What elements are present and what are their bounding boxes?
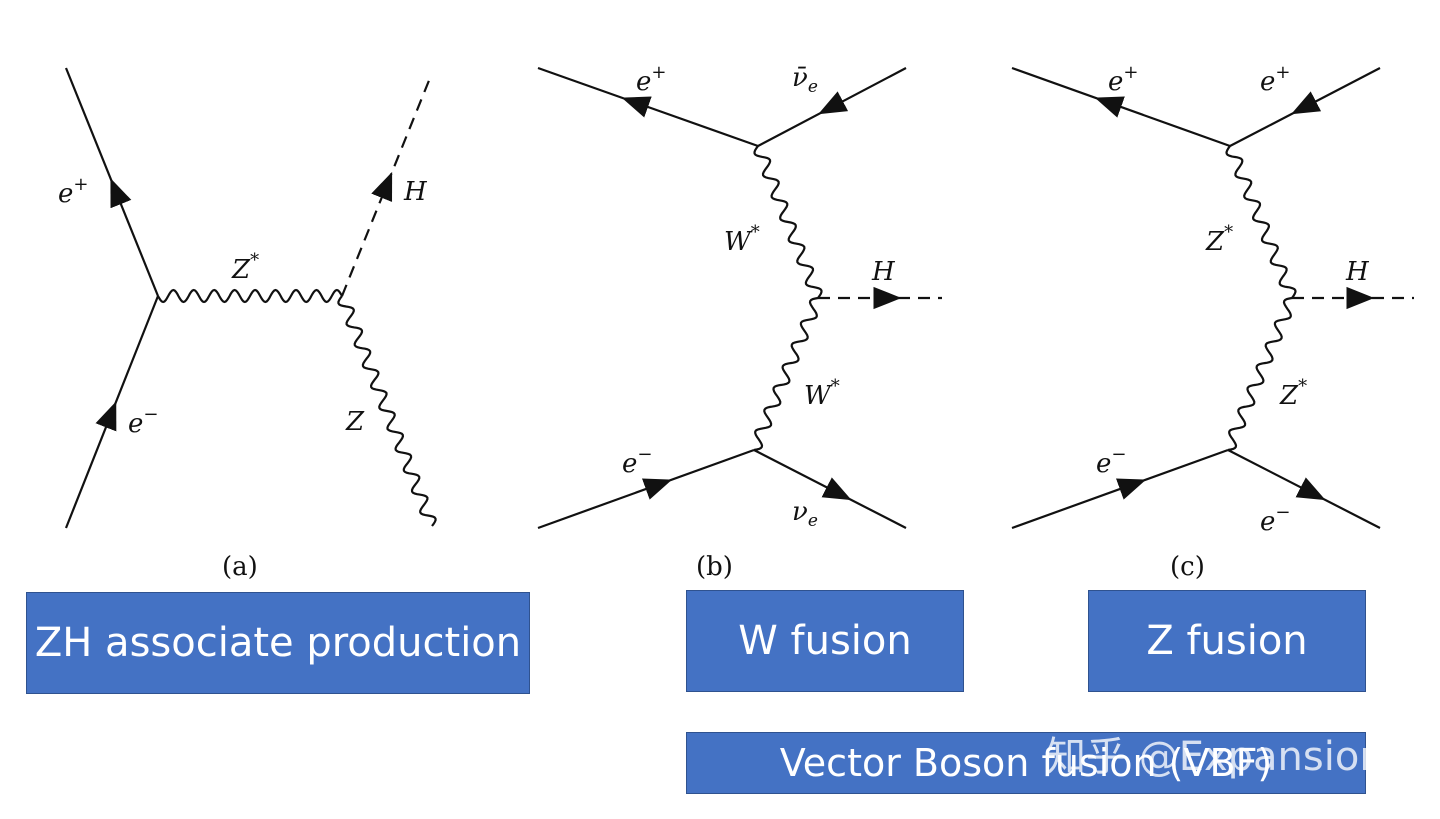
diagram-a-lines [64,67,437,529]
diagram-a: e+ e− Z* H Z (a) [58,67,437,582]
label-c-e-plus-left: e+ [1108,62,1138,97]
diagram-c: e+ e+ Z* H Z* e− e− (c) [1011,62,1414,582]
label-b-w-star-bottom: W* [804,376,840,411]
caption-c: (c) [1170,552,1205,582]
c-e-minus-right-line-arrow [1295,477,1326,501]
b-nubar-line-arrow [818,91,849,115]
label-a-z: Z [345,407,365,437]
c-e-minus-left-line-arrow [1115,478,1147,500]
b-nu-line [753,449,907,529]
label-b-e-plus: e+ [636,62,666,97]
z-fusion-box: Z fusion [1088,590,1366,692]
c-e-plus-left-line-arrow [1094,96,1125,118]
b-w-star-top [753,145,823,299]
a-z-star-propagator [157,288,343,304]
zhihu-watermark: 知乎 @Expansion [1046,734,1385,780]
label-b-nubar-e: ν̄e [792,63,818,97]
label-b-nu-e: νe [792,497,818,531]
diagram-b-lines [537,66,942,530]
label-c-e-minus-left: e− [1096,444,1126,479]
label-c-z-star-bottom: Z* [1279,376,1307,411]
label-c-h: H [1345,257,1370,287]
b-e-minus-line-arrow [641,478,673,500]
c-z-star-bottom [1227,296,1293,452]
caption-a: (a) [222,552,258,582]
a-e-minus-line-arrow [95,401,117,432]
label-a-e-plus: e+ [58,174,88,209]
label-b-h: H [871,257,896,287]
w-fusion-box: W fusion [686,590,964,692]
a-e-plus-line-arrow [110,178,132,209]
label-a-h: H [403,177,428,207]
label-a-e-minus: e− [128,404,158,439]
zh-production-box: ZH associate production [26,592,530,694]
label-b-w-star-top: W* [724,222,760,257]
vbf-box: Vector Boson fusion (VBF) [686,732,1366,794]
c-e-minus-right-line [1227,449,1381,529]
diagram-c-lines [1011,66,1414,530]
label-a-z-star: Z* [231,250,259,285]
a-z-boson-line [337,295,437,527]
b-e-plus-line-arrow [621,96,652,118]
c-z-star-top [1225,145,1297,299]
c-e-plus-right-line-arrow [1291,91,1322,115]
label-b-e-minus: e− [622,444,652,479]
label-c-e-minus-right: e− [1260,502,1290,537]
b-nu-line-arrow [821,477,852,501]
label-c-z-star-top: Z* [1205,222,1233,257]
label-c-e-plus-right: e+ [1260,62,1290,97]
caption-b: (b) [696,552,733,582]
b-w-star-bottom [753,296,819,452]
diagram-b: e+ ν̄e W* H W* e− νe (b) [537,62,942,582]
a-higgs-line-arrow [371,171,393,202]
